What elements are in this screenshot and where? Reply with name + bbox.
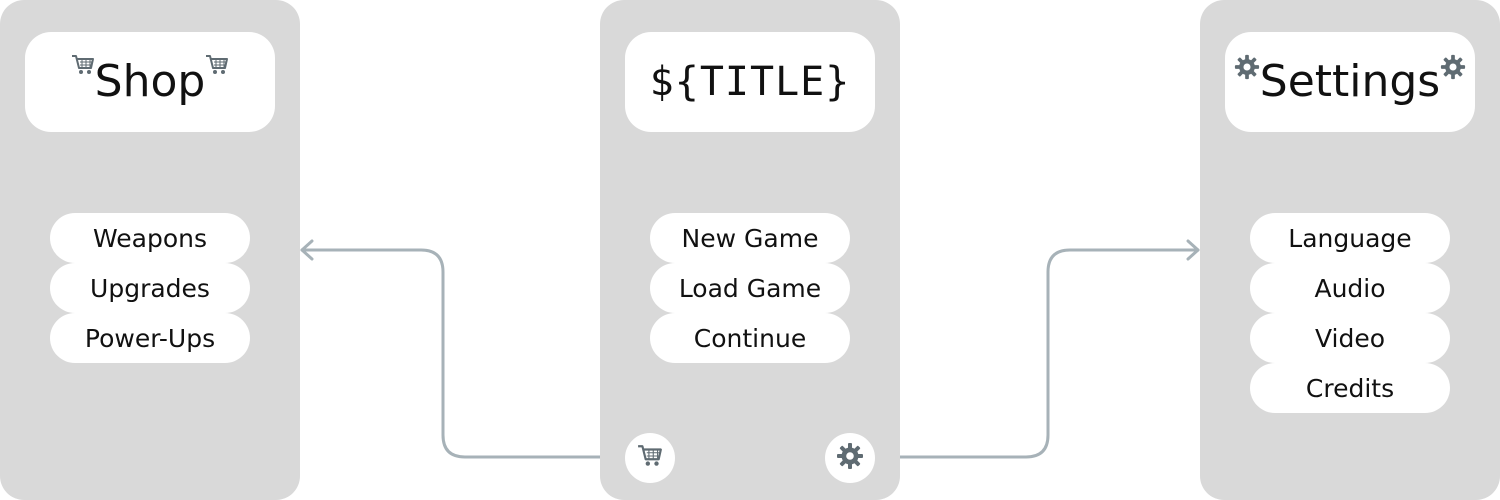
settings-item-audio[interactable]: Audio	[1250, 263, 1450, 313]
shop-menu: Weapons Upgrades Power-Ups	[50, 213, 250, 363]
shop-title-card: Shop	[25, 32, 275, 132]
game-title: ${TITLE}	[649, 59, 851, 105]
settings-menu: Language Audio Video Credits	[1250, 213, 1450, 413]
cart-icon	[637, 444, 663, 472]
settings-arrowhead	[1186, 239, 1200, 261]
settings-connector	[873, 248, 1200, 459]
shop-connector	[300, 248, 627, 459]
settings-item-video[interactable]: Video	[1250, 313, 1450, 363]
settings-item-credits[interactable]: Credits	[1250, 363, 1450, 413]
gear-icon	[1234, 54, 1260, 80]
settings-panel: Settings	[1200, 0, 1500, 500]
settings-item-language[interactable]: Language	[1250, 213, 1450, 263]
gear-icon	[1440, 54, 1466, 80]
shop-title: Shop	[94, 56, 206, 107]
menu-item-continue[interactable]: Continue	[650, 313, 850, 363]
shop-title-row: Shop	[71, 55, 230, 107]
shop-arrowhead	[300, 239, 314, 261]
shop-item-upgrades[interactable]: Upgrades	[50, 263, 250, 313]
menu-item-load-game[interactable]: Load Game	[650, 263, 850, 313]
shop-item-power-ups[interactable]: Power-Ups	[50, 313, 250, 363]
main-menu: New Game Load Game Continue	[650, 213, 850, 363]
gear-icon	[836, 442, 864, 474]
settings-title-card: Settings	[1225, 32, 1475, 132]
main-title-card: ${TITLE}	[625, 32, 875, 132]
cart-icon	[71, 54, 95, 76]
settings-button[interactable]	[825, 433, 875, 483]
shop-button[interactable]	[625, 433, 675, 483]
cart-icon	[205, 54, 229, 76]
settings-title-row: Settings	[1234, 54, 1466, 107]
shop-item-weapons[interactable]: Weapons	[50, 213, 250, 263]
settings-title: Settings	[1259, 56, 1441, 107]
main-menu-panel: ${TITLE} New Game Load Game Continue	[600, 0, 900, 500]
shop-panel: Shop Weapons Upgrades Power-Ups	[0, 0, 300, 500]
menu-item-new-game[interactable]: New Game	[650, 213, 850, 263]
